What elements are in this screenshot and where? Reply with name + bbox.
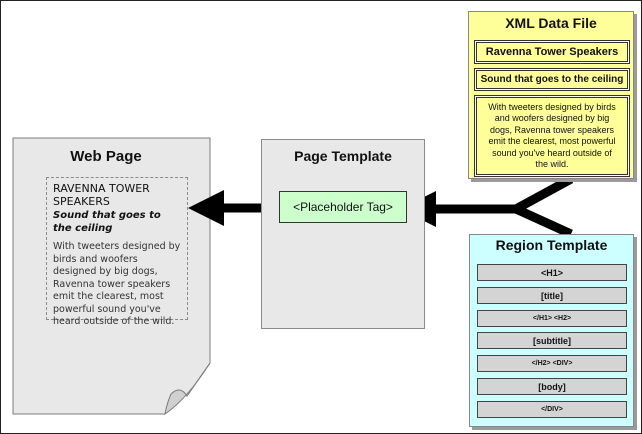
xml-data-file-title: XML Data File (505, 15, 597, 31)
region-template-title: Region Template (495, 237, 608, 253)
region-row-h1-close-h2-open: </H1> <H2> (477, 310, 627, 327)
xml-field-title: Ravenna Tower Speakers (476, 42, 628, 62)
web-page-preview: RAVENNA TOWER SPEAKERS Sound that goes t… (46, 177, 188, 327)
xml-field-subtitle: Sound that goes to the ceiling (476, 70, 628, 89)
web-page-body: With tweeters designed by birds and woof… (53, 241, 181, 327)
region-connector-branch (514, 204, 573, 239)
region-row-title: [title] (477, 287, 627, 304)
xml-connector-branch (513, 175, 574, 213)
region-row-h2-close-div-open: </H2> <DIV> (477, 355, 627, 372)
region-template-box (469, 234, 634, 427)
region-row-h1-open: <H1> (477, 264, 627, 281)
web-page-heading: RAVENNA TOWER SPEAKERS (53, 182, 150, 208)
placeholder-tag: <Placeholder Tag> (279, 191, 407, 223)
web-page-title: Web Page (70, 148, 142, 165)
page-template-box (261, 139, 425, 329)
page-template-title: Page Template (294, 148, 392, 164)
region-row-body: [body] (477, 378, 627, 395)
web-page-folded-corner (164, 362, 211, 416)
xml-field-body: With tweeters designed by birds and woof… (476, 97, 628, 175)
web-page-subtitle: Sound that goes to the ceiling (53, 210, 161, 234)
region-row-div-close: </DIV> (477, 401, 627, 418)
region-row-subtitle: [subtitle] (477, 332, 627, 349)
